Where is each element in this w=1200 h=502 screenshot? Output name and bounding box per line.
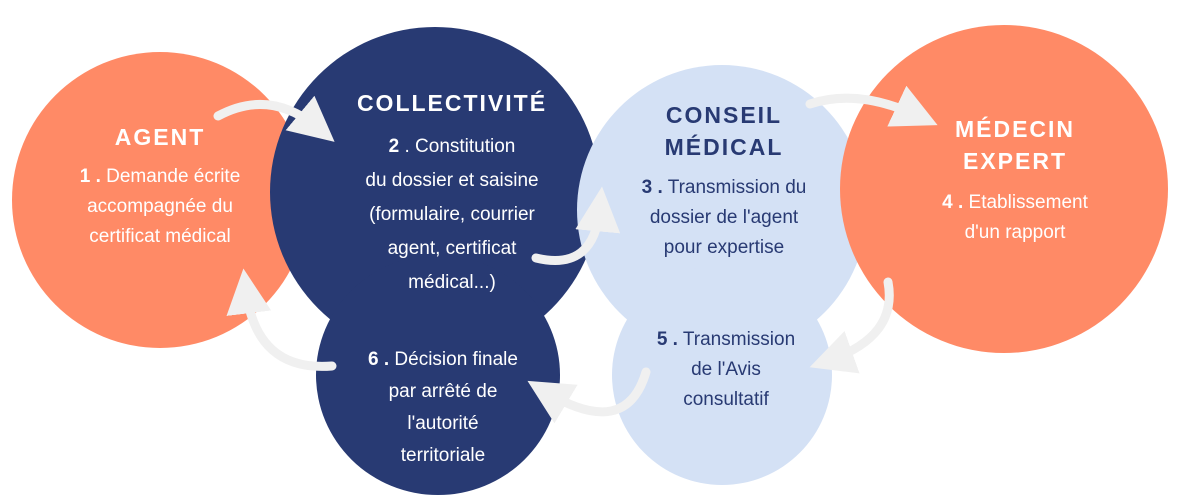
decision-line-1: 6 . Décision finale [368,349,518,370]
conseil-title-line-1: CONSEIL [665,102,783,128]
conseil-step: 3 . [641,177,663,198]
decision-circle [316,255,560,495]
conseil-line-3: pour expertise [663,237,785,258]
decision-line-4: territoriale [400,445,486,466]
medecin-title-line-2: EXPERT [962,148,1068,174]
agent-title: AGENT [114,124,206,150]
collectivite-line-5: médical...) [408,272,496,293]
collectivite-line-3: (formulaire, courrier [369,204,535,225]
conseil-line-2: dossier de l'agent [649,207,799,228]
arrow-decision-to-agent [226,268,337,371]
arrow-avis-to-decision [527,367,651,424]
agent-line-3: certificat médical [89,226,231,247]
arrow-agent-to-collectivite [213,95,335,142]
medecin-step: 4 . [942,192,964,213]
avis-line-3: consultatif [683,389,769,410]
collectivite-line-1: 2 . Constitution [388,136,516,157]
medecin-circle [840,25,1168,353]
collectivite-line-2: du dossier et saisine [365,170,539,191]
decision-step: 6 . [368,349,390,370]
agent-line-2: accompagnée du [87,196,233,217]
avis-text: 5 . Transmission de l'Avis consultatif [628,325,824,415]
medecin-line-2: d'un rapport [964,222,1066,243]
avis-line-2: de l'Avis [691,359,761,380]
decision-text: 6 . Décision finale par arrêté de l'auto… [340,344,546,472]
conseil-line-1: 3 . Transmission du [641,177,807,198]
conseil-title-line-2: MÉDICAL [664,134,784,160]
conseil-text: 3 . Transmission du dossier de l'agent p… [600,173,848,263]
medecin-title-line-1: MÉDECIN [954,116,1076,142]
collectivite-title: COLLECTIVITÉ [356,90,548,116]
decision-line-3: l'autorité [407,413,479,434]
collectivite-step: 2 [388,136,400,157]
avis-line-1: 5 . Transmission [656,329,796,350]
agent-line-1: 1 . Demande écrite [79,166,241,187]
arrow-conseil-to-medecin [805,85,938,127]
medecin-line-1: 4 . Etablissement [942,192,1088,213]
collectivite-line-4: agent, certificat [387,238,517,259]
arrow-medecin-to-avis [809,277,894,374]
agent-step: 1 . [79,166,101,187]
medecin-text: 4 . Etablissement d'un rapport [900,188,1130,248]
avis-step: 5 . [656,329,678,350]
arrow-collectivite-to-conseil [531,186,621,266]
agent-text: 1 . Demande écrite accompagnée du certif… [30,162,290,252]
medecin-title: MÉDECIN EXPERT [900,113,1130,177]
conseil-title: CONSEIL MÉDICAL [612,99,836,163]
decision-line-2: par arrêté de [388,381,498,402]
collectivite-text: 2 . Constitution du dossier et saisine (… [322,130,582,300]
